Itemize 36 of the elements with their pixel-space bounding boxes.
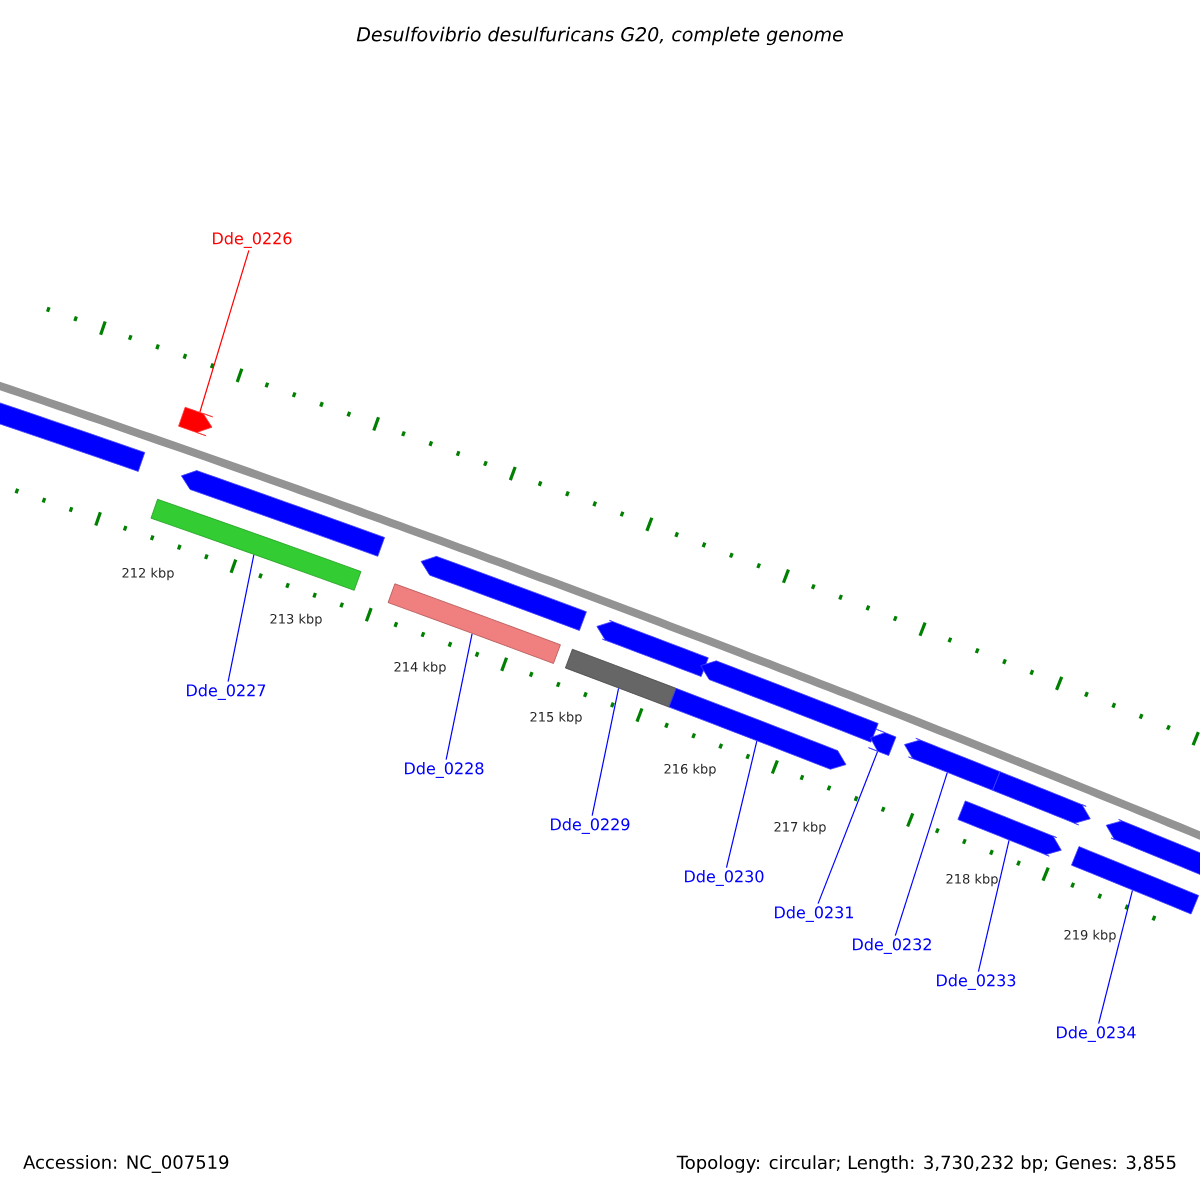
gene-label: Dde_0230 [685, 870, 764, 886]
gene-label: Dde_0234 [1057, 1026, 1136, 1042]
leader-line [591, 687, 620, 817]
leader-line [227, 554, 255, 683]
gene-feature [181, 470, 385, 557]
genome-info-text: Topology: circular; Length: 3,730,232 bp; Genes: 3,855 [676, 1155, 1176, 1173]
gene-label: Dde_0231 [775, 906, 853, 922]
gene-feature [700, 660, 879, 743]
gene-label: Dde_0232 [853, 938, 931, 954]
gene-label: Dde_0227 [187, 684, 266, 700]
gene-label: Dde_0233 [937, 974, 1016, 990]
gene-label: Dde_0228 [405, 762, 484, 778]
gene-feature [904, 737, 1001, 791]
leader-line [1098, 889, 1134, 1025]
leader-line [894, 772, 948, 937]
gene-feature [0, 397, 146, 472]
gene-feature [387, 583, 561, 664]
leader-line [199, 249, 250, 413]
gene-feature [596, 619, 709, 677]
gene-feature [150, 498, 362, 591]
accession-text: Accession: NC_007519 [23, 1155, 229, 1173]
leader-line [725, 740, 758, 869]
gene-feature [957, 800, 1062, 857]
gene-feature [1071, 846, 1200, 915]
leader-line [977, 839, 1010, 973]
title: Desulfovibrio desulfuricans G20, complete genome [356, 26, 843, 46]
gene-feature [565, 648, 677, 708]
leader-line [817, 751, 879, 905]
gene-label: Dde_0226 [213, 232, 292, 248]
gene-feature [178, 406, 214, 437]
gene-feature [1105, 819, 1200, 878]
leader-line [445, 633, 473, 761]
gene-feature [420, 555, 587, 631]
gene-label: Dde_0229 [551, 818, 630, 834]
gene-feature [992, 771, 1091, 826]
gene-feature [868, 728, 897, 756]
